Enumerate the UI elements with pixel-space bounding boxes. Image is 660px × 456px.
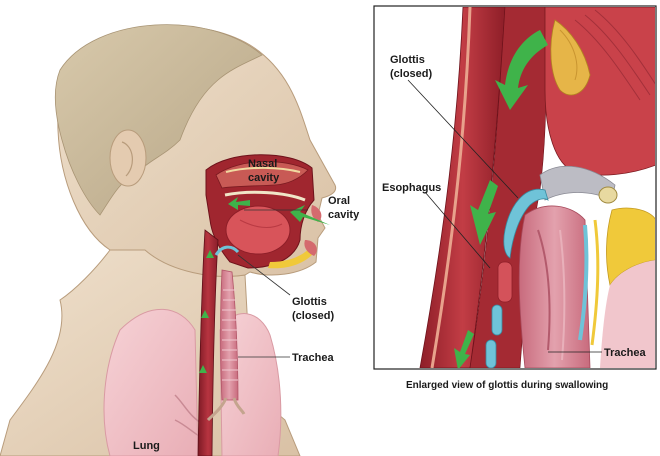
label-glottis-right-line1: Glottis bbox=[390, 54, 425, 66]
inset-caption: Enlarged view of glottis during swallowi… bbox=[406, 380, 608, 391]
label-esophagus: Esophagus bbox=[382, 182, 441, 194]
head-figure bbox=[0, 25, 336, 456]
label-lung: Lung bbox=[133, 440, 160, 452]
label-trachea-left: Trachea bbox=[292, 352, 334, 364]
inset-enlarged-view: Glottis (closed) Esophagus Trachea bbox=[374, 6, 656, 370]
ear bbox=[110, 130, 146, 186]
tongue bbox=[226, 206, 290, 254]
label-oral-cavity-line1: Oral bbox=[328, 195, 350, 207]
label-nasal-cavity-line1: Nasal bbox=[248, 158, 277, 170]
label-oral-cavity-line2: cavity bbox=[328, 209, 360, 221]
label-glottis-left-line1: Glottis bbox=[292, 296, 327, 308]
label-trachea-right: Trachea bbox=[604, 347, 646, 359]
label-nasal-cavity-line2: cavity bbox=[248, 172, 280, 184]
label-glottis-left-line2: (closed) bbox=[292, 310, 335, 322]
label-glottis-right-line2: (closed) bbox=[390, 68, 433, 80]
larynx-trachea bbox=[519, 206, 590, 368]
